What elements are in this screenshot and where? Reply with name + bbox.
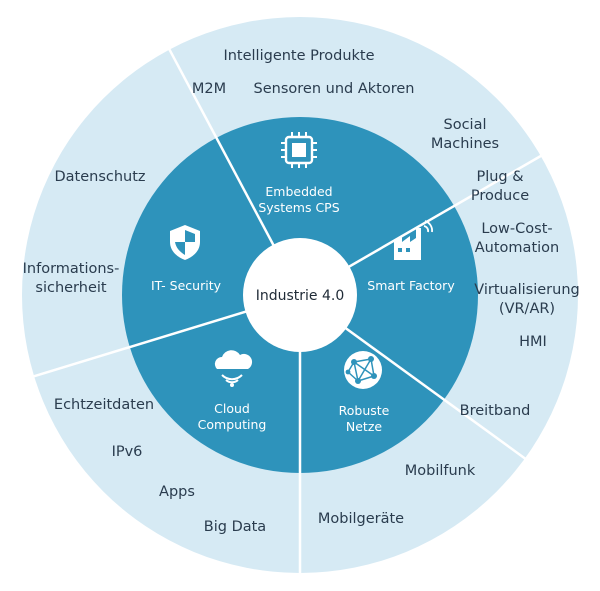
inner-label-embedded-line-2: Systems CPS [258,200,339,215]
outer-item-echtzeitdaten: Echtzeitdaten [54,397,154,413]
segment-cloud-computing: Cloud Computing Echtzeitdaten IPv6 Apps … [54,350,266,535]
center-circle [243,238,357,352]
inner-label-cloud-line-1: Cloud [214,401,250,416]
outer-item-virtualisierung-line-1: Virtualisierung [474,282,579,298]
outer-item-plug-line-2: Produce [471,188,529,204]
outer-item-big-data: Big Data [204,519,266,535]
outer-item-hmi: HMI [519,334,547,350]
outer-item-informations-line-2: sicherheit [35,280,107,296]
outer-item-social-line-1: Social [444,117,487,133]
outer-item-informations-line-1: Informations- [23,261,120,277]
outer-item-mobilgeraete: Mobilgeräte [318,511,404,527]
cloud-wifi-icon [214,350,253,387]
outer-item-mobilfunk: Mobilfunk [405,463,476,479]
segment-embedded-systems: Embedded Systems CPS Intelligente Produk… [192,48,415,215]
inner-label-netze-line-2: Netze [346,419,383,434]
cpu-chip-icon [281,132,317,168]
outer-item-ipv6: IPv6 [112,444,143,460]
factory-icon [394,220,433,260]
network-globe-icon [344,351,382,389]
outer-item-apps: Apps [159,484,195,500]
segment-it-security: IT- Security Datenschutz Informations- s… [23,169,222,296]
outer-item-lowcost-line-1: Low-Cost- [481,221,552,237]
inner-label-smart-factory: Smart Factory [367,278,455,293]
shield-icon [170,225,200,260]
inner-label-netze-line-1: Robuste [339,403,390,418]
outer-item-datenschutz: Datenschutz [54,169,145,185]
segment-robuste-netze: Robuste Netze Breitband Mobilfunk Mobilg… [318,351,530,527]
outer-item-plug-line-1: Plug & [476,169,523,185]
outer-item-m2m: M2M [192,81,226,97]
outer-item-lowcost-line-2: Automation [475,240,559,256]
center-label: Industrie 4.0 [256,288,345,304]
outer-item-breitband: Breitband [460,403,531,419]
segment-smart-factory: Smart Factory Social Machines Plug & Pro… [367,117,579,350]
outer-item-virtualisierung-line-2: (VR/AR) [499,301,555,317]
inner-label-it-security: IT- Security [151,278,222,293]
outer-item-sensoren-aktoren: Sensoren und Aktoren [254,81,415,97]
inner-label-embedded-line-1: Embedded [265,184,332,199]
outer-item-intelligente-produkte: Intelligente Produkte [223,48,374,64]
outer-item-social-line-2: Machines [431,136,499,152]
inner-label-cloud-line-2: Computing [198,417,267,432]
